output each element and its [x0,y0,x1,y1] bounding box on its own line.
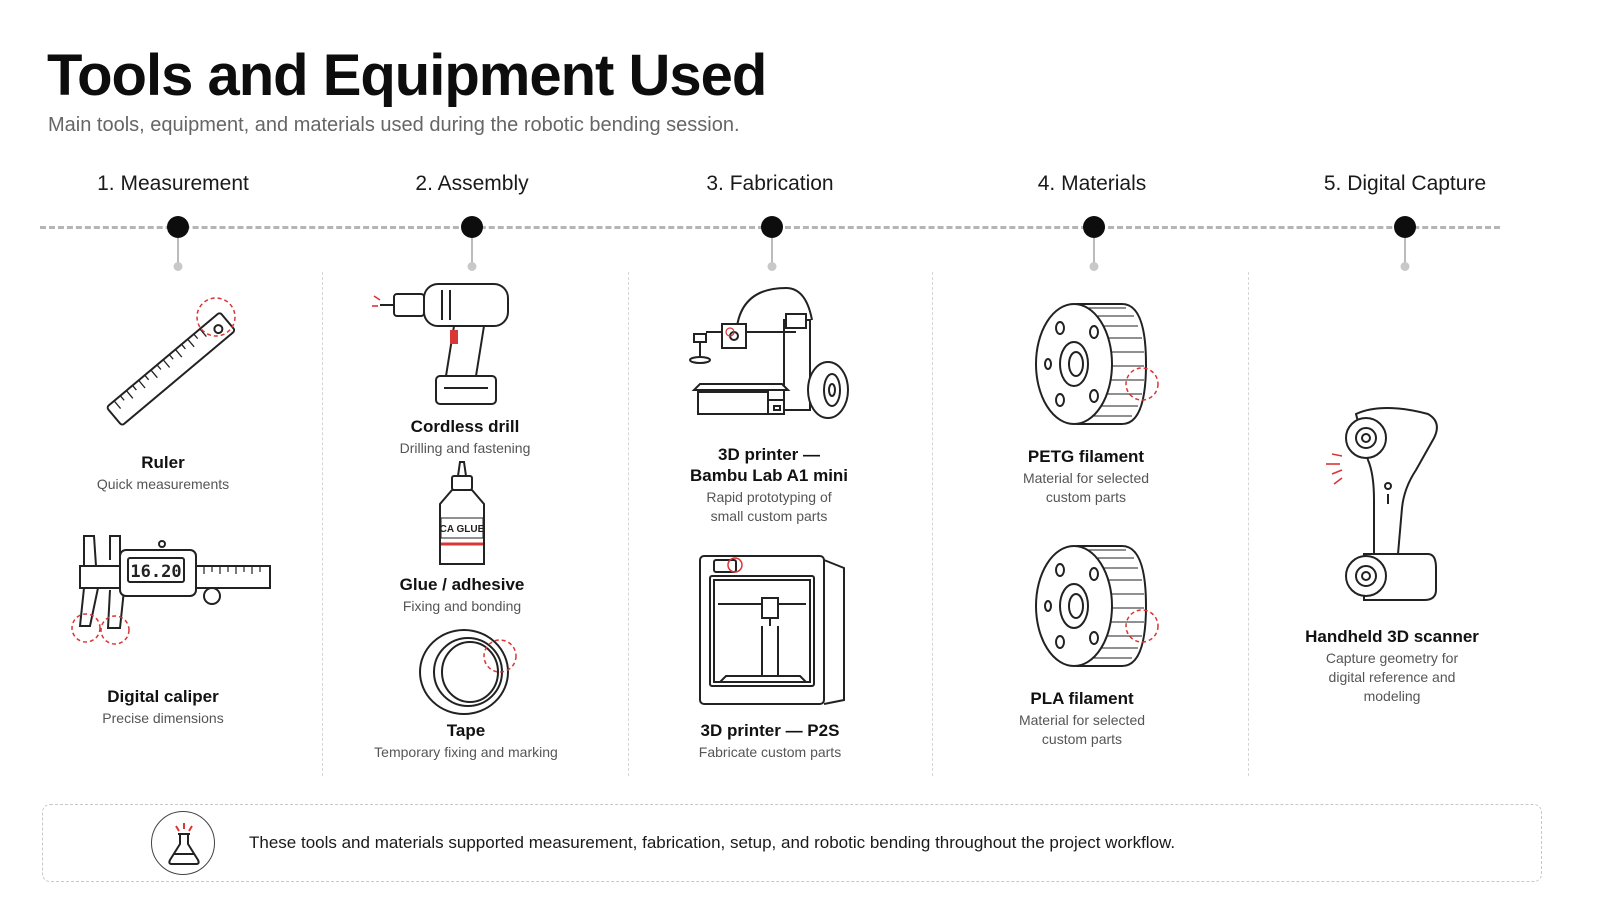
stage-label-fabrication: 3. Fabrication [706,172,834,195]
item-petg-filament: PETG filament Material for selected cust… [1023,446,1149,507]
item-desc: Quick measurements [96,476,230,492]
timeline-node [1083,216,1105,238]
glue-bottle-icon: CA GLUE [439,461,485,565]
item-name: PETG filament [1027,447,1145,466]
handheld-3d-scanner-icon [1326,407,1438,601]
item-desc: Fabricate custom parts [698,744,842,760]
item-bambu-a1-mini: 3D printer — Bambu Lab A1 mini Rapid pro… [690,444,848,526]
caliper-display: 16.20 [130,562,181,582]
timeline-stem [1404,238,1406,264]
item-name: 3D printer — P2S [700,721,840,740]
item-desc: Fixing and bonding [402,598,522,614]
petg-filament-spool-icon [1035,303,1159,425]
timeline-node [761,216,783,238]
item-ruler: Ruler Quick measurements [97,452,229,494]
item-glue: Glue / adhesive Fixing and bonding [400,574,525,616]
timeline-stem-dot [467,262,477,271]
timeline-stem [1093,238,1095,264]
item-cordless-drill: Cordless drill Drilling and fastening [400,416,531,458]
item-handheld-3d-scanner: Handheld 3D scanner Capture geometry for… [1305,626,1479,706]
footer-text: These tools and materials supported meas… [249,833,1176,852]
cordless-drill-icon [372,283,509,405]
bambu-a1-mini-printer-icon [689,286,849,419]
item-digital-caliper: Digital caliper Precise dimensions [102,686,223,728]
p2s-printer-icon [699,555,845,705]
timeline-stem-dot [1089,262,1099,271]
tape-roll-icon [419,629,517,715]
item-name: 3D printer — [717,445,821,464]
item-desc: Precise dimensions [102,710,224,726]
column-divider [932,272,933,776]
timeline-stem [471,238,473,264]
item-p2s: 3D printer — P2S Fabricate custom parts [699,720,841,762]
item-desc: custom parts [1045,489,1127,505]
timeline-node [1394,216,1416,238]
timeline-stem-dot [1400,262,1410,271]
item-desc: small custom parts [710,508,828,524]
item-pla-filament: PLA filament Material for selected custo… [1019,688,1145,749]
item-desc: Material for selected [1022,470,1150,486]
item-name: Glue / adhesive [399,575,525,594]
item-name: Bambu Lab A1 mini [689,466,849,485]
stage-label-measurement: 1. Measurement [97,172,249,195]
footer-note: These tools and materials supported meas… [42,804,1542,882]
flask-icon [151,811,215,875]
digital-caliper-icon: 16.20 [71,535,271,645]
stage-label-materials: 4. Materials [1037,172,1147,195]
timeline-node [167,216,189,238]
item-tape: Tape Temporary fixing and marking [374,720,558,762]
item-desc: modeling [1363,688,1421,704]
item-desc: Rapid prototyping of [706,489,832,505]
item-desc: digital reference and [1328,669,1456,685]
stage-label-assembly: 2. Assembly [415,172,529,195]
item-desc: Temporary fixing and marking [374,744,558,760]
page-title: Tools and Equipment Used [47,43,767,108]
timeline-node [461,216,483,238]
timeline-stem [177,238,179,264]
stage-label-digital-capture: 5. Digital Capture [1323,172,1487,195]
item-name: Ruler [141,453,185,472]
item-desc: Drilling and fastening [399,440,531,456]
column-divider [322,272,323,776]
page-subtitle: Main tools, equipment, and materials use… [48,114,740,136]
item-desc: Capture geometry for [1325,650,1459,666]
timeline-stem [771,238,773,264]
pla-filament-spool-icon [1035,545,1159,667]
item-name: Cordless drill [410,417,520,436]
timeline-stem-dot [173,262,183,271]
item-name: Tape [446,721,486,740]
column-divider [1248,272,1249,776]
item-name: Digital caliper [107,687,219,706]
item-name: Handheld 3D scanner [1305,627,1479,646]
timeline-stem-dot [767,262,777,271]
item-desc: Material for selected [1018,712,1146,728]
ruler-icon [106,297,236,426]
glue-bottle-label: CA GLUE [440,524,485,535]
column-divider [628,272,629,776]
item-name: PLA filament [1030,689,1134,708]
item-desc: custom parts [1041,731,1123,747]
